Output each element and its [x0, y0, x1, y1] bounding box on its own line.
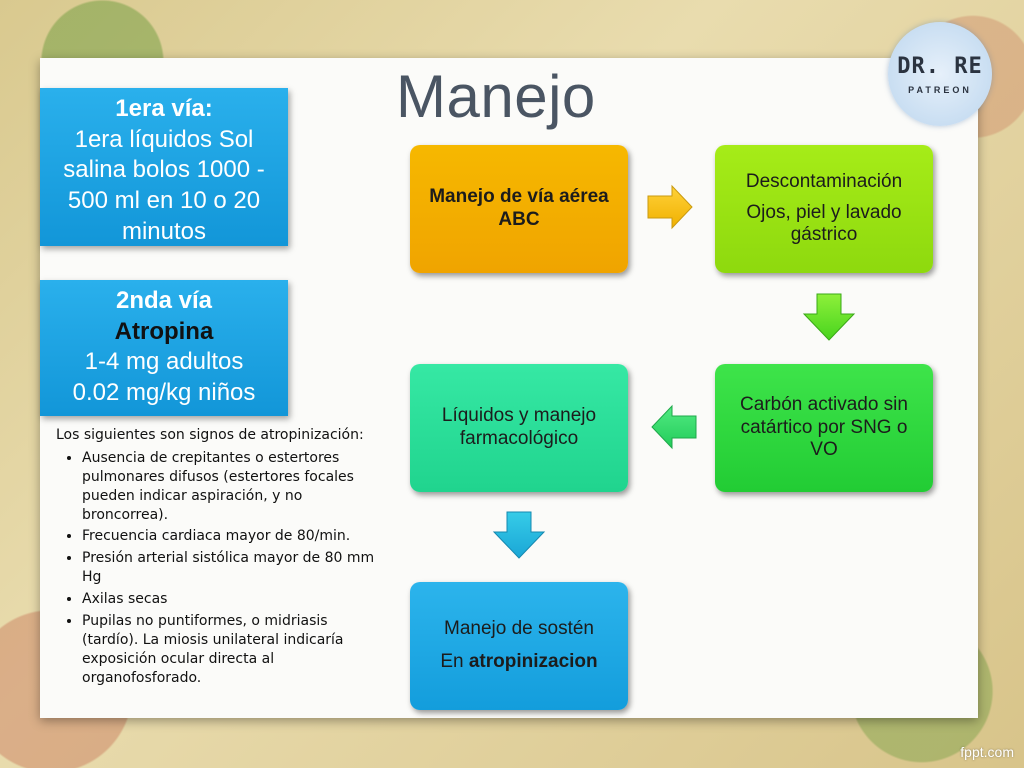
decontamination-box: Descontaminación Ojos, piel y lavado gás… — [715, 145, 933, 273]
first-line-heading: 1era vía: — [115, 95, 213, 122]
arrow-right-icon — [647, 184, 693, 230]
support-prefix: En — [440, 651, 464, 672]
arrow-left-icon — [651, 404, 697, 450]
slide-title: Manejo — [396, 63, 596, 130]
dr-re-logo: DR. RE PATREON — [888, 22, 992, 126]
airway-box: Manejo de vía aérea ABC — [410, 145, 628, 273]
decontamination-title: Descontaminación — [745, 170, 903, 192]
signs-list: Ausencia de crepitantes o estertores pul… — [56, 449, 386, 688]
decontamination-body: Ojos, piel y lavado gástrico — [746, 201, 902, 246]
logo-main-text: DR. RE — [897, 53, 983, 79]
fluids-box: Líquidos y manejo farmacológico — [410, 364, 628, 492]
support-line1: Manejo de sostén — [444, 618, 594, 640]
second-line-adult-dose: 1-4 mg adultos — [84, 348, 244, 376]
atropinization-signs: Los siguientes son signos de atropinizac… — [56, 426, 386, 691]
logo-sub-text: PATREON — [908, 84, 972, 95]
airway-label: Manejo de vía aérea ABC — [429, 186, 609, 230]
second-line-drug: Atropina — [114, 317, 214, 345]
first-line-box: 1era vía: 1era líquidos Sol salina bolos… — [40, 88, 288, 246]
list-item: Axilas secas — [82, 590, 386, 609]
charcoal-label: Carbón activado sin catártico por SNG o … — [740, 393, 908, 461]
arrow-down-icon — [492, 511, 546, 559]
arrow-down-icon — [802, 293, 856, 341]
list-item: Frecuencia cardiaca mayor de 80/min. — [82, 527, 386, 546]
watermark: fppt.com — [960, 744, 1014, 760]
fluids-label: Líquidos y manejo farmacológico — [441, 405, 597, 449]
list-item: Presión arterial sistólica mayor de 80 m… — [82, 549, 386, 587]
second-line-box: 2nda vía Atropina 1-4 mg adultos 0.02 mg… — [40, 280, 288, 416]
support-line2: En atropinizacion — [440, 651, 597, 674]
charcoal-box: Carbón activado sin catártico por SNG o … — [715, 364, 933, 492]
signs-heading: Los siguientes son signos de atropinizac… — [56, 427, 364, 443]
support-bold: atropinizacion — [468, 651, 598, 672]
list-item: Ausencia de crepitantes o estertores pul… — [82, 449, 386, 525]
list-item: Pupilas no puntiformes, o midriasis (tar… — [82, 612, 386, 688]
second-line-child-dose: 0.02 mg/kg niños — [72, 379, 256, 407]
second-line-heading: 2nda vía — [115, 287, 213, 314]
first-line-body: 1era líquidos Sol salina bolos 1000 - 50… — [63, 125, 265, 245]
support-box: Manejo de sostén En atropinizacion — [410, 582, 628, 710]
